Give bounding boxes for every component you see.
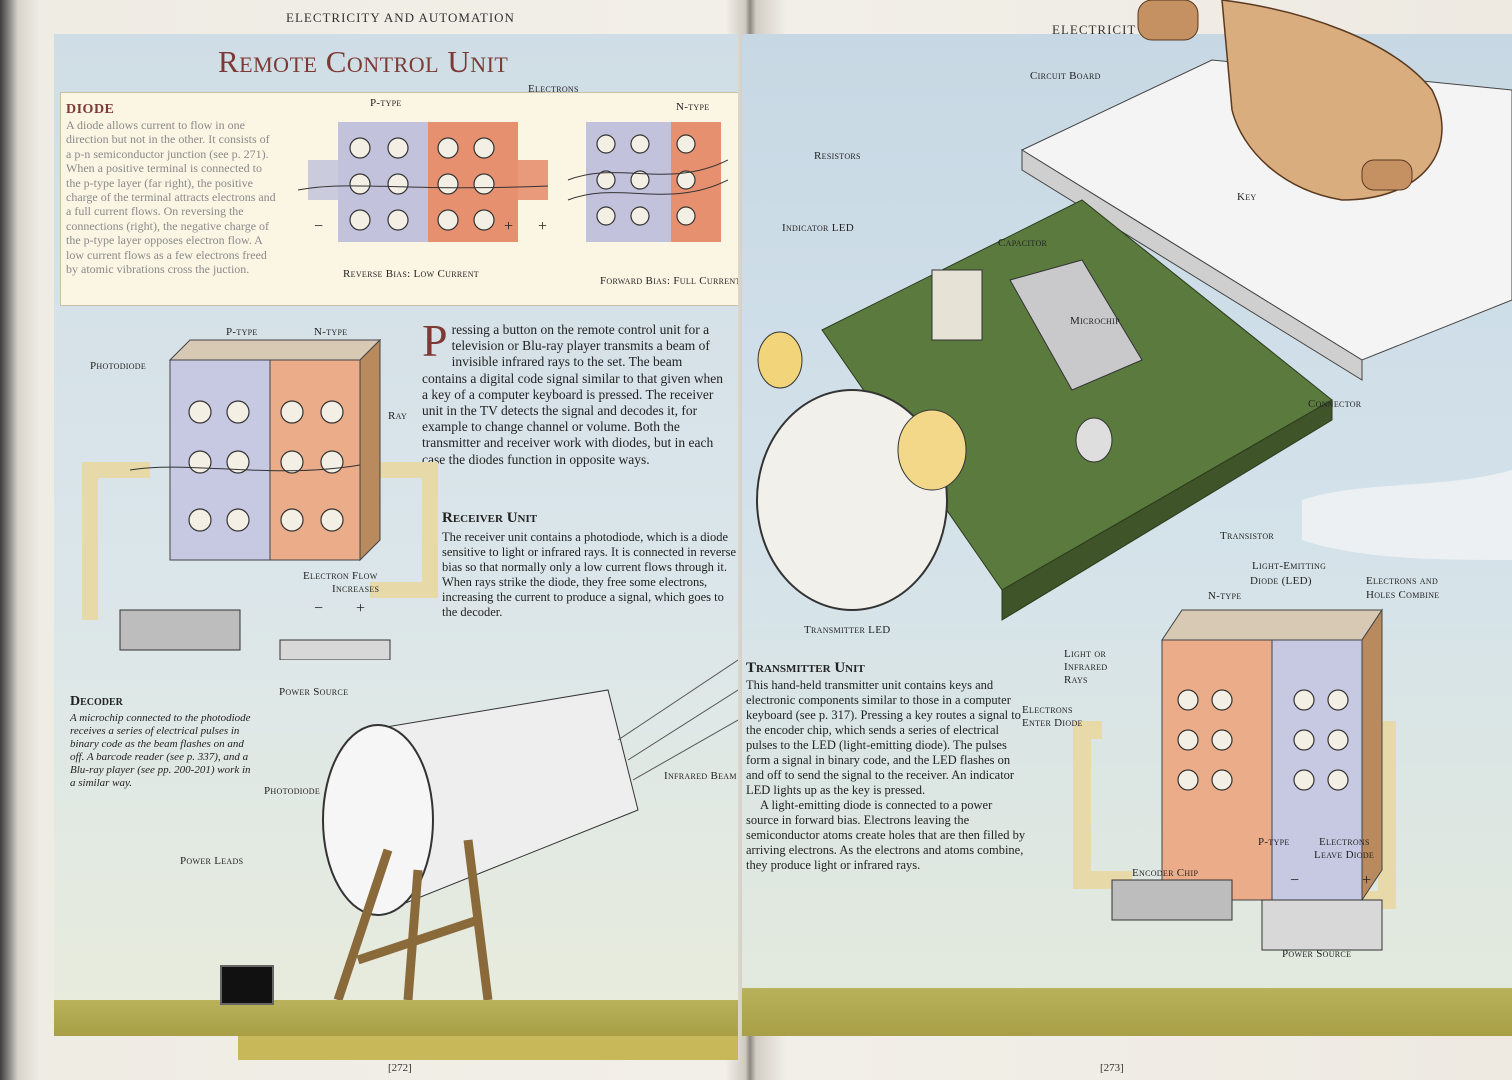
intro-text: ressing a button on the remote control u…	[422, 322, 724, 467]
folio-left: [272]	[388, 1062, 412, 1074]
receiver-power-source-label: Power Source	[279, 686, 349, 698]
indicator-led-label: Indicator LED	[782, 222, 854, 234]
capacitor-label: Capacitor	[998, 237, 1048, 249]
diode-plus-sign: +	[504, 218, 514, 235]
infrared-beam-label: Infrared Beam	[664, 770, 737, 782]
light-line3: Rays	[1064, 674, 1088, 686]
receiver-plus-sign: +	[356, 600, 366, 617]
transmitter-illustration	[756, 0, 1512, 621]
folio-right: [273]	[1100, 1062, 1124, 1074]
transmitter-minus-sign: −	[1290, 872, 1300, 889]
encoder-chip-label: Encoder Chip	[1132, 867, 1199, 879]
receiver-heading: Receiver Unit	[442, 510, 538, 526]
forward-bias-caption: Forward Bias: Full Current	[600, 275, 738, 287]
right-page: Electricit Circuit	[742, 0, 1512, 1080]
light-line2: Infrared	[1064, 661, 1108, 673]
intro-drop-cap: P	[422, 315, 448, 366]
electrons-holes-line1: Electrons and	[1366, 575, 1439, 587]
decoder-heading: Decoder	[70, 694, 123, 709]
increases-label: Increases	[332, 583, 380, 595]
connector-label: Connector	[1308, 398, 1362, 410]
led-p-type-label: P-type	[1258, 836, 1290, 848]
reverse-bias-caption: Reverse Bias: Low Current	[343, 268, 479, 280]
ray-label: Ray	[388, 410, 408, 422]
diode-bias-diagram	[297, 122, 728, 242]
receiver-dish-illustration	[238, 659, 738, 1060]
running-head-right: Electricit	[1052, 22, 1137, 37]
diode-minus-sign: −	[314, 218, 324, 235]
electrons-holes-line2: Holes Combine	[1366, 589, 1440, 601]
transmitter-power-source-label: Power Source	[1282, 948, 1352, 960]
photodiode-label: Photodiode	[90, 360, 147, 372]
receiver-text: The receiver unit contains a photodiode,…	[442, 530, 737, 619]
page-title: Remote Control Unit	[218, 44, 509, 79]
diode-heading: Diode	[66, 102, 115, 117]
scene-photodiode-label: Photodiode	[264, 785, 321, 797]
diode-p-type-label: P-type	[370, 97, 402, 109]
light-line1: Light or	[1064, 648, 1107, 660]
transmitter-heading: Transmitter Unit	[746, 660, 865, 676]
tv-screen	[220, 965, 274, 1005]
transistor-label: Transistor	[1220, 530, 1275, 542]
key-label: Key	[1237, 191, 1257, 203]
transmitter-paragraph-2: A light-emitting diode is connected to a…	[746, 798, 1026, 872]
ground-left	[54, 1000, 738, 1036]
led-title-line1: Light-Emitting	[1252, 560, 1327, 572]
decoder-text: A microchip connected to the photodiode …	[70, 712, 251, 789]
resistors-label: Resistors	[814, 150, 861, 162]
electrons-leave-line1: Electrons	[1319, 836, 1370, 848]
diode-n-type-label: N-type	[676, 101, 710, 113]
photodiode-p-type-label: P-type	[226, 326, 258, 338]
diode-plus-sign-2: +	[538, 218, 548, 235]
running-head-left: Electricity and Automation	[286, 10, 515, 25]
electrons-enter-line1: Electrons	[1022, 704, 1073, 716]
led-diagram	[1073, 608, 1396, 951]
photodiode-diagram	[82, 338, 438, 660]
led-n-type-label: N-type	[1208, 590, 1242, 602]
receiver-minus-sign: −	[314, 600, 324, 617]
transmitter-text: This hand-held transmitter unit contains…	[746, 678, 1026, 873]
electron-flow-label: Electron Flow	[303, 570, 378, 582]
ground-right	[742, 988, 1512, 1036]
microchip-label: Microchip	[1070, 315, 1120, 327]
circuit-board-label: Circuit Board	[1030, 70, 1101, 82]
transmitter-paragraph-1: This hand-held transmitter unit contains…	[746, 678, 1021, 797]
left-page: Electricity and Automation Remote Contro…	[18, 0, 738, 1080]
led-title-line2: Diode (LED)	[1250, 575, 1312, 587]
transmitter-led-label: Transmitter LED	[804, 624, 891, 636]
diode-description: A diode allows current to flow in one di…	[66, 118, 276, 277]
diode-electrons-label: Electrons	[528, 83, 579, 95]
electrons-enter-line2: Enter Diode	[1022, 717, 1083, 729]
power-leads-label: Power Leads	[180, 855, 244, 867]
electrons-leave-line2: Leave Diode	[1314, 849, 1375, 861]
transmitter-plus-sign: +	[1362, 872, 1372, 889]
photodiode-n-type-label: N-type	[314, 326, 348, 338]
